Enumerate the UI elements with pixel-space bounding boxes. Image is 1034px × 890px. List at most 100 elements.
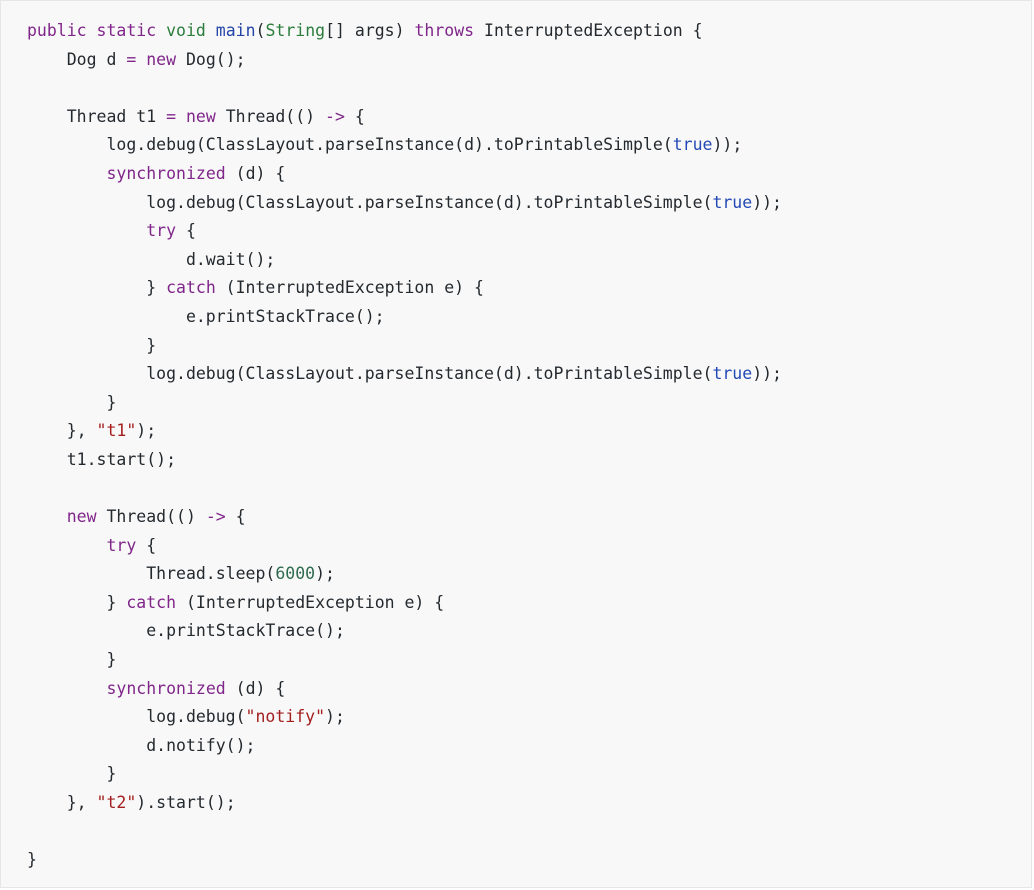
code-token: 6000 <box>275 564 316 584</box>
code-token: log.debug(ClassLayout.parseInstance(d).t… <box>27 135 673 155</box>
code-line: d.wait(); <box>27 246 782 275</box>
code-token: String <box>265 21 326 40</box>
code-line: log.debug(ClassLayout.parseInstance(d).t… <box>27 360 782 389</box>
code-token: synchronized <box>106 163 226 183</box>
code-line: new Thread(() -> { <box>27 503 782 532</box>
code-token: t1.start(); <box>27 449 177 469</box>
code-token <box>156 21 166 40</box>
code-token <box>27 536 106 555</box>
code-line: d.notify(); <box>27 732 782 761</box>
code-token: Dog d <box>27 49 127 69</box>
code-line: try { <box>27 217 782 246</box>
code-token: -> <box>325 106 345 126</box>
code-line <box>27 475 782 504</box>
code-token: throws <box>414 21 475 40</box>
code-token: d.notify(); <box>27 735 256 755</box>
code-line: synchronized (d) { <box>27 675 782 704</box>
code-token: new <box>146 49 177 69</box>
code-line: } catch (InterruptedException e) { <box>27 274 782 303</box>
code-line: } <box>27 332 782 361</box>
code-token: "t1" <box>96 421 137 441</box>
code-line: } catch (InterruptedException e) { <box>27 589 782 618</box>
code-token: = <box>126 49 137 69</box>
code-token: { <box>225 507 246 527</box>
code-token: } <box>27 335 157 355</box>
code-line: try { <box>27 532 782 561</box>
code-token: (InterruptedException e) { <box>215 278 484 298</box>
code-token: )); <box>712 135 743 155</box>
code-token: )); <box>752 192 782 212</box>
code-token <box>27 221 146 240</box>
code-line: } <box>27 760 782 789</box>
code-line: log.debug("notify"); <box>27 703 782 732</box>
code-token: d.wait(); <box>27 249 276 269</box>
code-token: }, <box>27 793 97 813</box>
code-line: } <box>27 846 782 875</box>
code-token: ).start(); <box>136 793 236 813</box>
code-token: } <box>27 850 37 870</box>
code-token: } <box>27 392 117 412</box>
code-token: "t2" <box>96 793 137 813</box>
code-token: [] args) <box>325 21 415 40</box>
code-token <box>87 21 97 40</box>
code-token: e.printStackTrace(); <box>27 621 345 641</box>
code-token: } <box>27 278 167 298</box>
code-token: Thread t1 <box>27 106 167 126</box>
code-token: catch <box>126 592 177 612</box>
code-token: "notify" <box>245 707 326 727</box>
code-token <box>27 679 106 698</box>
code-lines: public static void main(String[] args) t… <box>27 17 782 875</box>
code-token <box>206 21 216 40</box>
code-token: log.debug(ClassLayout.parseInstance(d).t… <box>27 364 713 384</box>
code-line: log.debug(ClassLayout.parseInstance(d).t… <box>27 189 782 218</box>
code-token: } <box>27 764 117 784</box>
code-token: main <box>215 21 256 40</box>
code-line: synchronized (d) { <box>27 160 782 189</box>
code-line: e.printStackTrace(); <box>27 303 782 332</box>
code-token: = <box>166 106 177 126</box>
code-token: public <box>27 21 87 40</box>
code-line: Dog d = new Dog(); <box>27 46 782 75</box>
code-line <box>27 74 782 103</box>
code-line: e.printStackTrace(); <box>27 617 782 646</box>
code-token: try <box>106 535 137 555</box>
code-token: log.debug( <box>27 707 246 727</box>
code-token: try <box>146 221 177 241</box>
code-token: } <box>27 650 117 670</box>
code-line: log.debug(ClassLayout.parseInstance(d).t… <box>27 131 782 160</box>
code-token <box>176 107 186 126</box>
code-line: }, "t1"); <box>27 417 782 446</box>
code-token: ); <box>325 707 345 727</box>
code-token: true <box>672 135 713 155</box>
code-token <box>27 507 67 526</box>
code-token: new <box>185 106 216 126</box>
code-token: Thread.sleep( <box>27 564 276 584</box>
code-token: }, <box>27 421 97 441</box>
code-token: (d) { <box>225 678 286 698</box>
code-line: }, "t2").start(); <box>27 789 782 818</box>
code-line: public static void main(String[] args) t… <box>27 17 782 46</box>
code-token: (InterruptedException e) { <box>176 592 445 612</box>
code-token: { <box>176 221 196 241</box>
code-token: e.printStackTrace(); <box>27 306 385 326</box>
code-token <box>136 50 146 69</box>
code-token: { <box>136 535 157 555</box>
code-line: } <box>27 646 782 675</box>
code-token: void <box>166 21 206 40</box>
code-token: (d) { <box>225 163 286 183</box>
code-token <box>27 164 106 183</box>
code-token: { <box>344 106 365 126</box>
code-token: true <box>712 364 753 384</box>
code-line: Thread.sleep(6000); <box>27 560 782 589</box>
code-line: t1.start(); <box>27 446 782 475</box>
code-token: Thread(() <box>215 106 326 126</box>
code-token: ); <box>315 564 335 584</box>
code-line <box>27 818 782 847</box>
code-token: ( <box>255 21 266 40</box>
code-token: true <box>712 192 753 212</box>
code-token: -> <box>205 507 226 527</box>
code-token: Dog(); <box>176 49 246 69</box>
code-token: log.debug(ClassLayout.parseInstance(d).t… <box>27 192 713 212</box>
code-token: InterruptedException { <box>474 21 703 40</box>
